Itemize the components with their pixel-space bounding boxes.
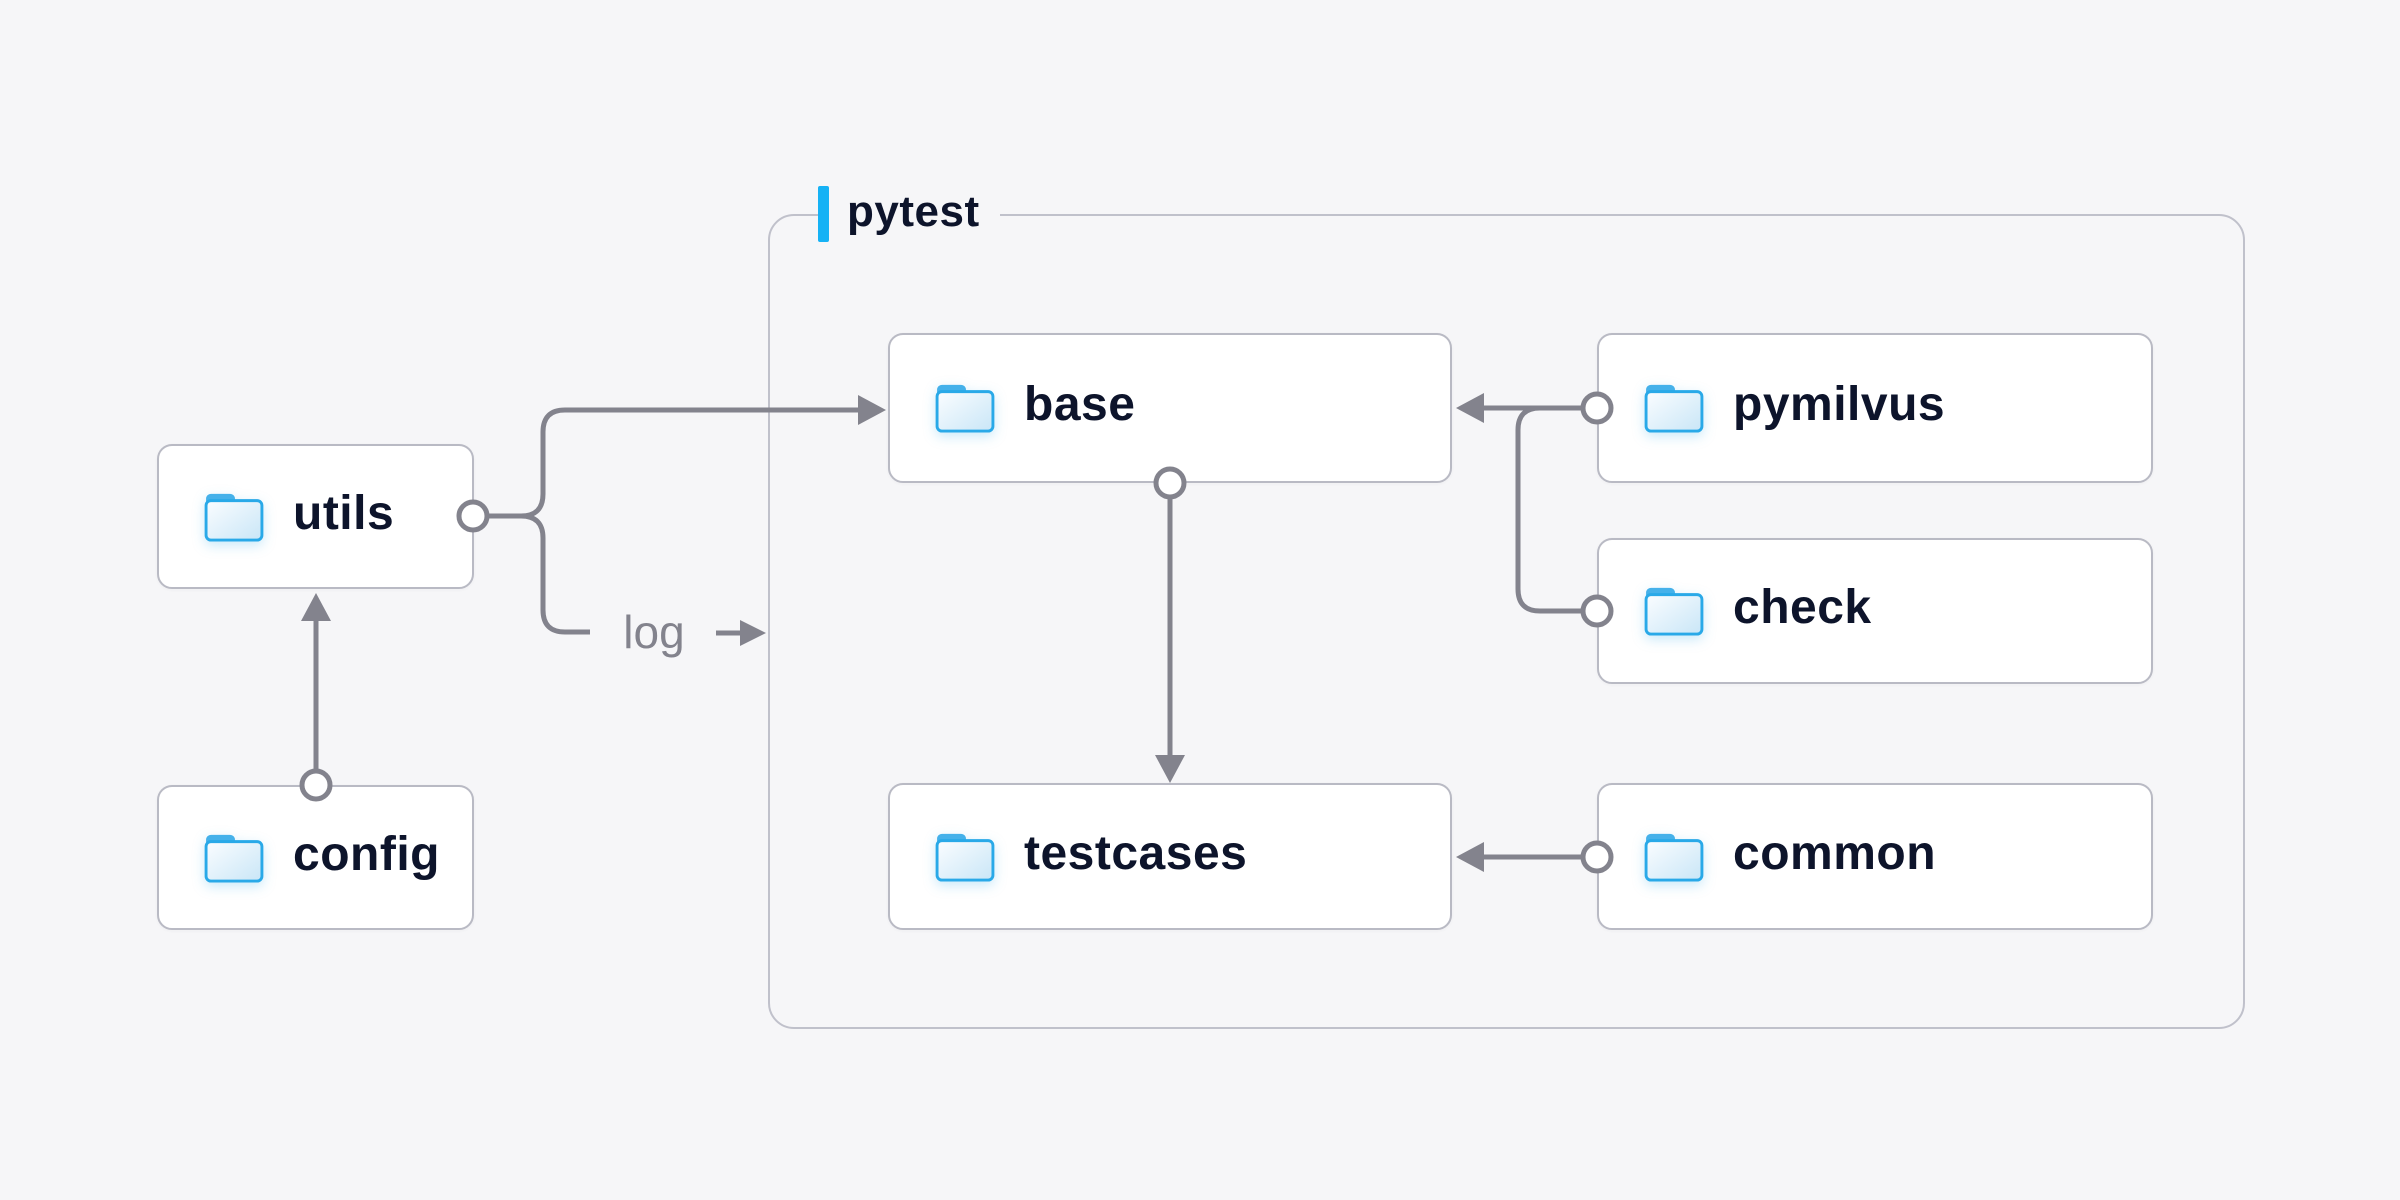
folder-icon: [1644, 384, 1704, 433]
node-pymilvus: pymilvus: [1597, 333, 2153, 483]
node-label-common: common: [1733, 826, 1937, 880]
edge-utils-to-log: [520, 513, 590, 635]
node-label-check: check: [1733, 581, 1872, 634]
node-label-utils: utils: [293, 486, 395, 540]
folder-icon: [935, 833, 995, 882]
arrowhead-into-container: [740, 620, 766, 646]
node-label-base: base: [1024, 378, 1136, 431]
pytest-group-label: pytest: [818, 186, 1000, 242]
folder-icon: [1644, 833, 1704, 882]
node-base: base: [888, 333, 1452, 483]
accent-bar: [818, 186, 829, 242]
node-label-testcases: testcases: [1024, 826, 1248, 880]
pytest-group-label-text: pytest: [847, 187, 980, 236]
node-label-config: config: [293, 827, 440, 881]
node-utils: utils: [157, 444, 474, 589]
arrowhead-into-utils-bottom: [301, 593, 331, 621]
node-label-pymilvus: pymilvus: [1733, 378, 1946, 431]
folder-icon: [1644, 587, 1704, 636]
node-config: config: [157, 785, 474, 930]
edge-label-log: log: [623, 606, 685, 658]
folder-icon: [204, 834, 264, 883]
node-testcases: testcases: [888, 783, 1452, 930]
node-check: check: [1597, 538, 2153, 684]
pytest-group-container: [768, 214, 2245, 1029]
node-common: common: [1597, 783, 2153, 930]
folder-icon: [204, 493, 264, 542]
folder-icon: [935, 384, 995, 433]
